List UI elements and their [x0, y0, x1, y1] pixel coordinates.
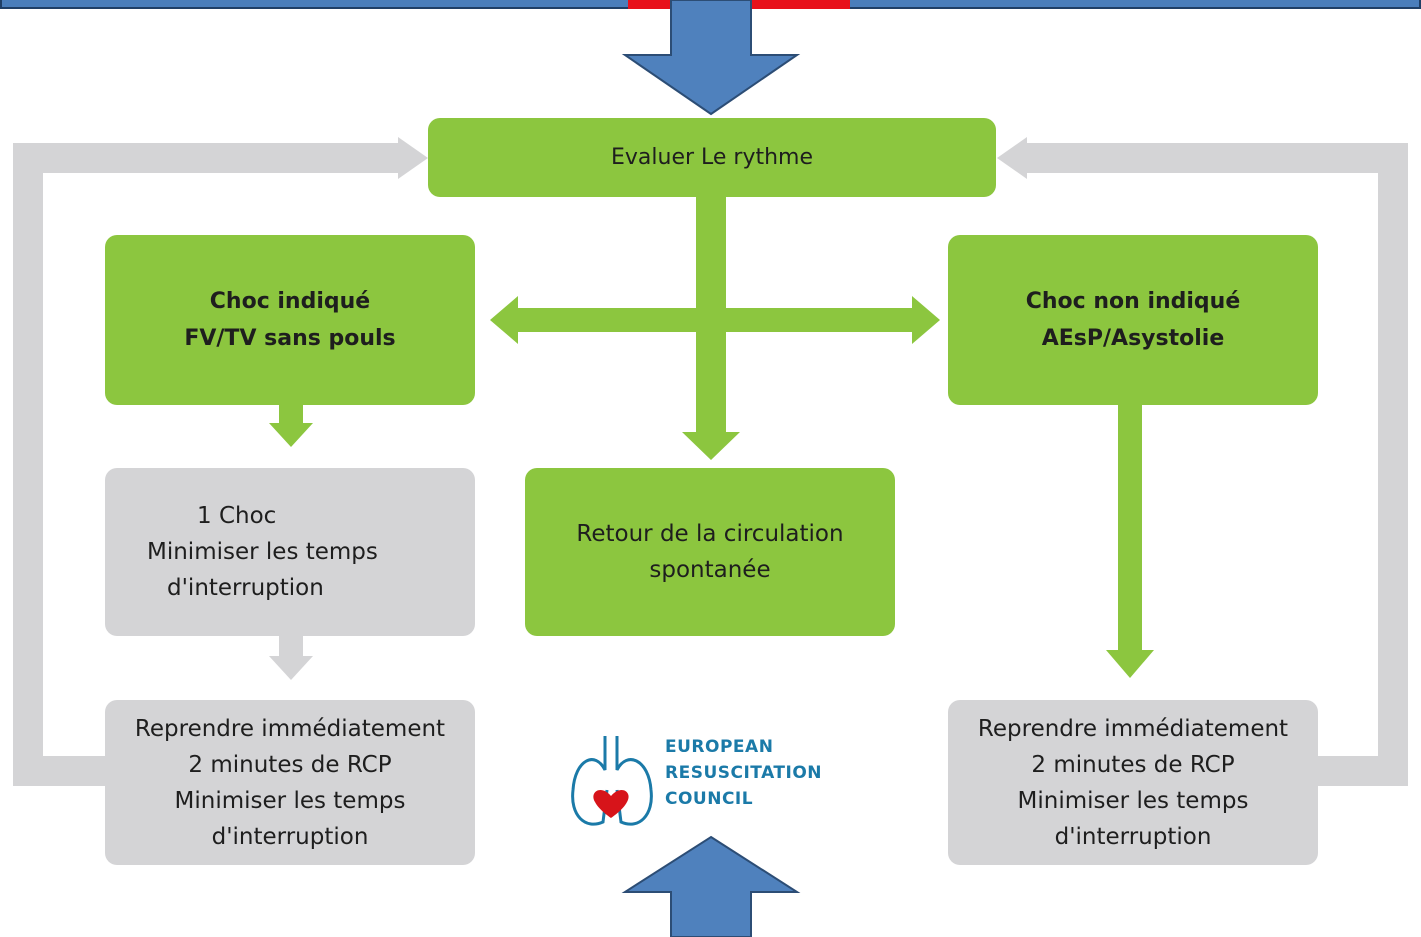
shockable-title: Choc indiqué — [209, 289, 371, 314]
rosc-box: Retour de la circulation spontanée — [525, 468, 895, 636]
lungs-heart-icon — [571, 736, 653, 826]
loop-line-right — [1025, 143, 1408, 786]
cpr-left-box: Reprendre immédiatement 2 minutes de RCP… — [105, 700, 475, 865]
erc-logo: EUROPEAN RESUSCITATION COUNCIL — [565, 722, 865, 834]
logo-line-2: RESUSCITATION — [665, 763, 823, 783]
loop-arrowhead-right — [997, 137, 1027, 179]
shock-line-3: d'interruption — [167, 575, 324, 601]
rosc-line-2: spontanée — [649, 557, 771, 583]
cpr-right-line-3: Minimiser les temps — [1017, 787, 1249, 814]
shockable-subtitle: FV/TV sans pouls — [184, 326, 396, 351]
cpr-right-line-1: Reprendre immédiatement — [977, 715, 1289, 742]
evaluate-rhythm-box: Evaluer Le rythme — [428, 118, 996, 197]
loop-line-left — [13, 143, 400, 786]
cpr-left-line-4: d'interruption — [211, 823, 369, 850]
shock-box: 1 Choc Minimiser les temps d'interruptio… — [105, 468, 475, 636]
shock-line-2: Minimiser les temps — [147, 539, 378, 565]
shockable-box: Choc indiqué FV/TV sans pouls — [105, 235, 475, 405]
logo-line-3: COUNCIL — [665, 789, 754, 809]
horizontal-arrow-head-right — [912, 296, 940, 344]
shock-down-arrow-head — [269, 656, 313, 680]
bottom-blue-arrow — [621, 835, 801, 937]
shock-down-arrow-shaft — [279, 636, 303, 658]
non-shockable-box: Choc non indiqué AEsP/Asystolie — [948, 235, 1318, 405]
non-shockable-down-arrow-head — [1106, 650, 1154, 678]
shockable-down-arrow-head — [269, 423, 313, 447]
rosc-line-1: Retour de la circulation — [576, 521, 844, 547]
cpr-left-line-1: Reprendre immédiatement — [134, 715, 446, 742]
shockable-down-arrow-shaft — [279, 403, 303, 425]
non-shockable-down-arrow-shaft — [1118, 403, 1142, 653]
cpr-left-line-3: Minimiser les temps — [174, 787, 406, 814]
cpr-right-line-4: d'interruption — [1054, 823, 1212, 850]
non-shockable-title: Choc non indiqué — [1025, 289, 1241, 314]
top-blue-arrow — [621, 0, 801, 116]
cpr-left-line-2: 2 minutes de RCP — [188, 751, 392, 778]
cpr-right-box: Reprendre immédiatement 2 minutes de RCP… — [948, 700, 1318, 865]
center-down-arrow-head — [682, 432, 740, 460]
evaluate-rhythm-label: Evaluer Le rythme — [610, 145, 814, 170]
non-shockable-subtitle: AEsP/Asystolie — [1041, 326, 1225, 351]
cpr-right-line-2: 2 minutes de RCP — [1031, 751, 1235, 778]
logo-line-1: EUROPEAN — [665, 737, 774, 757]
shock-line-1: 1 Choc — [197, 503, 277, 529]
loop-arrowhead-left — [398, 137, 428, 179]
horizontal-arrow-shaft — [515, 308, 915, 332]
horizontal-arrow-head-left — [490, 296, 518, 344]
